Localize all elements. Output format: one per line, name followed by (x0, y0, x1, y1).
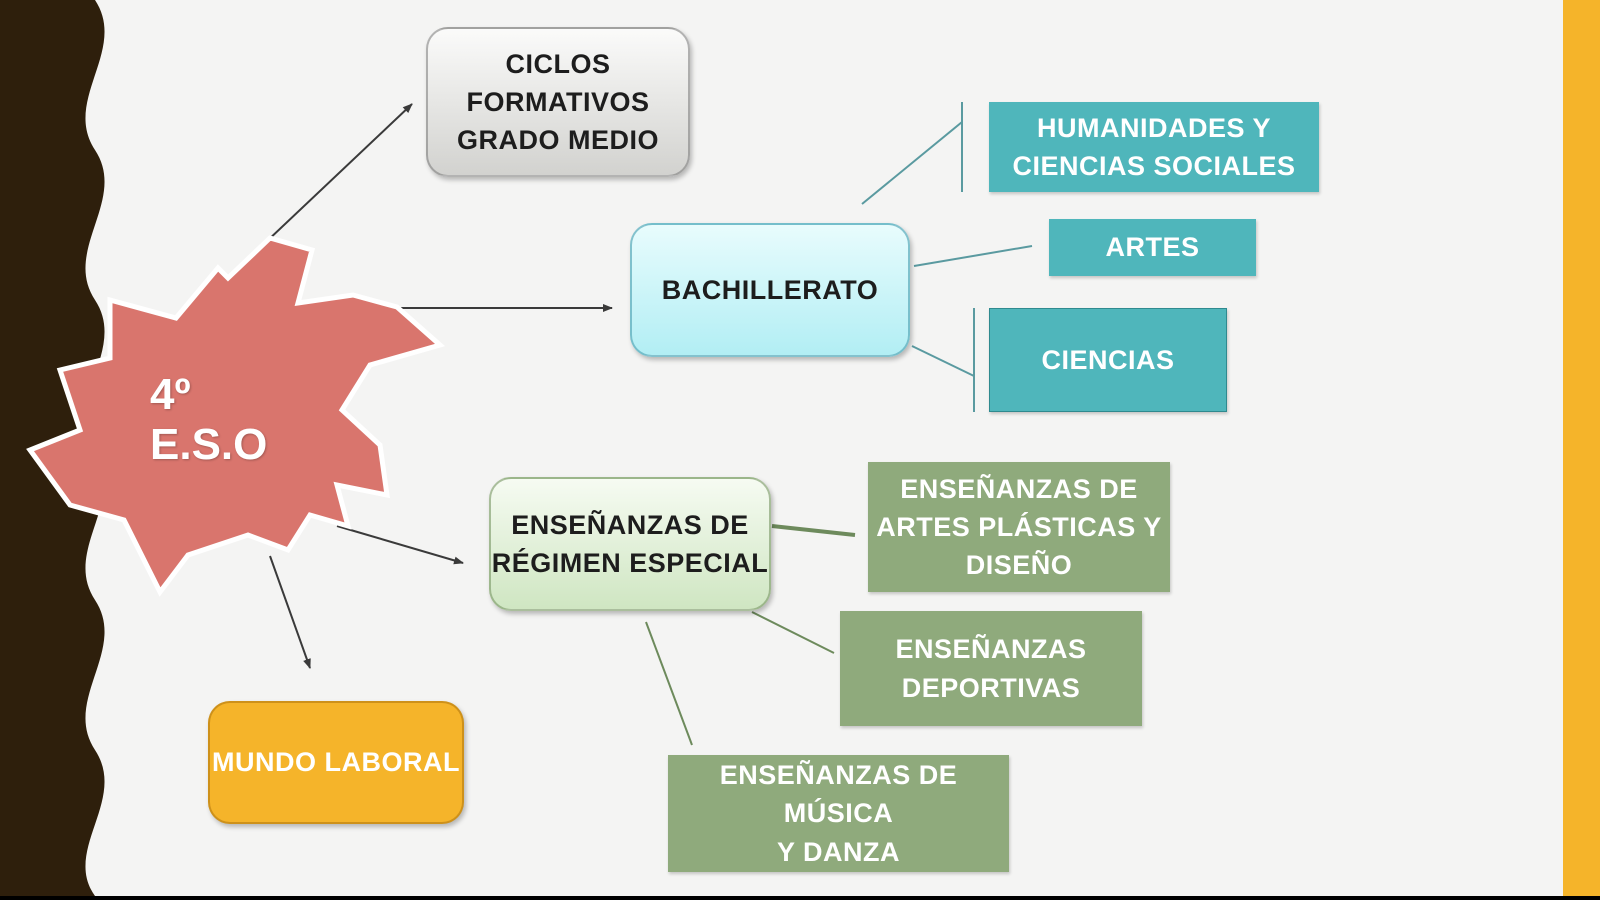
regimen-line-1: ENSEÑANZAS DE (511, 509, 749, 540)
center-label: 4º E.S.O (150, 370, 268, 469)
line-bach-humanidades (861, 121, 963, 205)
line-regimen-artes-plasticas (771, 524, 856, 537)
artes-plasticas-line-1: ENSEÑANZAS DE (900, 473, 1138, 504)
ciclos-line-3: GRADO MEDIO (456, 125, 659, 156)
deportivas-box: ENSEÑANZAS DEPORTIVAS (840, 611, 1142, 726)
starburst-shape (26, 235, 446, 597)
musica-danza-line-1: ENSEÑANZAS DE MÚSICA (719, 760, 958, 829)
arrow-to-regimen-especial (336, 525, 464, 565)
artes-plasticas-box: ENSEÑANZAS DE ARTES PLÁSTICAS Y DISEÑO (868, 462, 1170, 592)
regimen-especial-box: ENSEÑANZAS DE RÉGIMEN ESPECIAL (489, 477, 771, 611)
humanidades-line-1: HUMANIDADES Y (1036, 112, 1271, 143)
line-regimen-musica-danza (645, 621, 693, 746)
mundo-laboral-label: MUNDO LABORAL (212, 747, 460, 778)
mundo-laboral-box: MUNDO LABORAL (208, 701, 464, 824)
artes-plasticas-line-2: ARTES PLÁSTICAS Y (876, 511, 1162, 542)
arrow-to-mundo-laboral (269, 555, 311, 669)
artes-box: ARTES (1049, 219, 1256, 276)
musica-danza-line-2: Y DANZA (776, 836, 900, 867)
regimen-line-2: RÉGIMEN ESPECIAL (491, 548, 769, 578)
artes-label: ARTES (1105, 232, 1200, 263)
deportivas-line-1: ENSEÑANZAS (895, 634, 1087, 665)
humanidades-box: HUMANIDADES Y CIENCIAS SOCIALES (989, 102, 1319, 192)
ciclos-line-1: CICLOS (505, 48, 611, 79)
humanidades-line-2: CIENCIAS SOCIALES (1012, 151, 1296, 181)
line-bach-artes (913, 245, 1033, 267)
right-orange-band (1563, 0, 1600, 896)
ciclos-formativos-box: CICLOS FORMATIVOS GRADO MEDIO (426, 27, 690, 177)
ciclos-line-2: FORMATIVOS (466, 86, 650, 117)
ciencias-label: CIENCIAS (1041, 344, 1175, 375)
ciencias-box: CIENCIAS (989, 308, 1227, 412)
deportivas-line-2: DEPORTIVAS (901, 672, 1081, 703)
artes-plasticas-line-3: DISEÑO (965, 550, 1073, 581)
line-bach-ciencias (911, 345, 975, 377)
musica-danza-box: ENSEÑANZAS DE MÚSICA Y DANZA (668, 755, 1009, 872)
bachillerato-label: BACHILLERATO (661, 274, 879, 305)
line-regimen-deportivas (751, 611, 835, 654)
bachillerato-box: BACHILLERATO (630, 223, 910, 357)
